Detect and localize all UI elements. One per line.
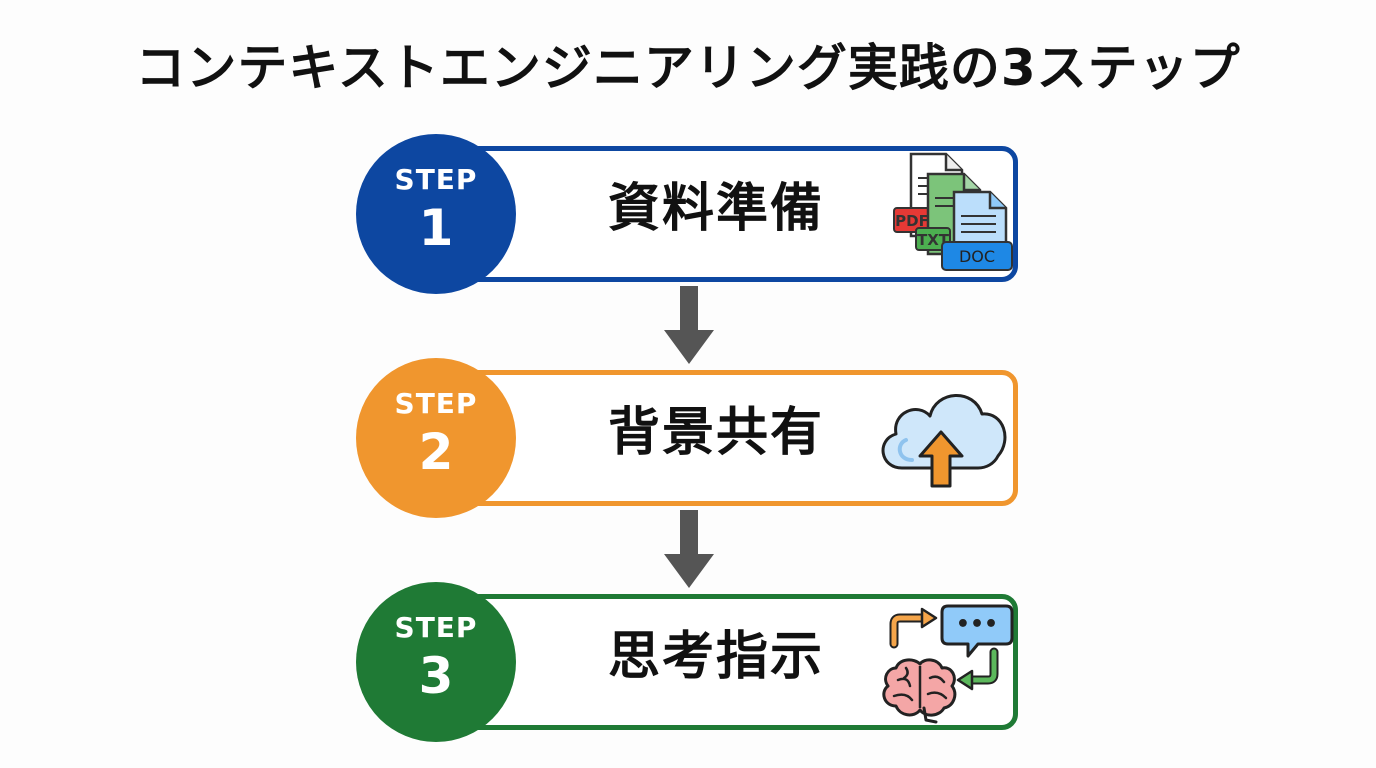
pdf-tag: PDF (895, 212, 929, 230)
step-1-label: STEP (394, 163, 478, 196)
step-3-label: STEP (394, 611, 478, 644)
step-2-number: 2 (418, 423, 454, 481)
step-1: STEP 1 資料準備 PDF TXT DOC (356, 134, 1020, 294)
step-1-number: 1 (418, 199, 454, 257)
step-3-name: 思考指示 (607, 627, 824, 687)
brain-thinking-icon: ••• (882, 604, 1014, 724)
documents-icon: PDF TXT DOC (893, 152, 1013, 271)
step-3-badge: STEP 3 (356, 582, 516, 742)
step-3: STEP 3 思考指示 ••• (356, 582, 1020, 742)
step-3-number: 3 (418, 647, 454, 705)
cloud-upload-icon (881, 394, 1007, 488)
page-title: コンテキストエンジニアリング実践の3ステップ (135, 39, 1241, 97)
step-2-name: 背景共有 (607, 403, 824, 463)
arrow-down-icon (664, 510, 714, 588)
doc-tag: DOC (959, 247, 995, 266)
arrow-down-icon (664, 286, 714, 364)
step-1-badge: STEP 1 (356, 134, 516, 294)
step-2-label: STEP (394, 387, 478, 420)
step-2: STEP 2 背景共有 (356, 358, 1020, 518)
step-2-badge: STEP 2 (356, 358, 516, 518)
bubble-dots: ••• (956, 612, 998, 637)
step-1-name: 資料準備 (607, 179, 824, 239)
